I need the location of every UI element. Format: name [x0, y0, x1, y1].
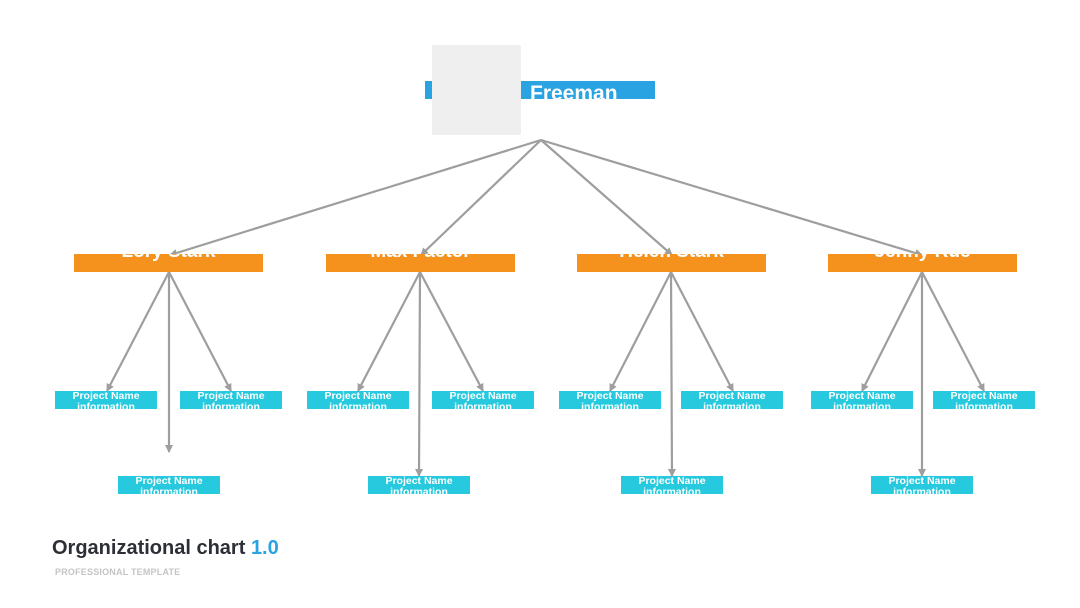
slide-subtitle: PROFESSIONAL TEMPLATE: [55, 567, 181, 577]
arrow-manager-3-to-project-right: [670, 271, 734, 392]
project-title: Project Name: [576, 391, 644, 402]
project-title: Project Name: [828, 391, 896, 402]
project-box: Project Name information: [180, 391, 282, 409]
arrow-manager-1-to-project-left: [106, 271, 170, 392]
project-box: Project Name information: [933, 391, 1035, 409]
manager-name: Lory Stark: [74, 254, 263, 266]
project-box: Project Name information: [621, 476, 723, 494]
arrow-manager-3-to-project-left: [609, 271, 672, 392]
project-box: Project Name information: [871, 476, 973, 494]
project-info: information: [955, 401, 1013, 410]
arrow-manager-2-to-project-right: [419, 271, 484, 392]
project-info: information: [329, 401, 387, 410]
project-title: Project Name: [324, 391, 392, 402]
project-box: Project Name information: [307, 391, 409, 409]
project-title: Project Name: [135, 476, 203, 487]
project-info: information: [454, 401, 512, 410]
arrow-manager-2-to-project-left: [357, 271, 421, 392]
arrow-root-to-manager-1: [169, 138, 542, 257]
manager-name: Jenny Rue: [828, 254, 1017, 266]
arrow-manager-1-to-project-right: [168, 271, 232, 392]
project-info: information: [202, 401, 260, 410]
project-title: Project Name: [888, 476, 956, 487]
manager-node-2: Max Factor: [326, 254, 515, 272]
project-info: information: [833, 401, 891, 410]
project-title: Project Name: [950, 391, 1018, 402]
arrow-manager-4-to-project-left: [861, 271, 923, 392]
project-title: Project Name: [72, 391, 140, 402]
manager-node-4: Jenny Rue: [828, 254, 1017, 272]
project-title: Project Name: [197, 391, 265, 402]
manager-name: Max Factor: [326, 254, 515, 266]
manager-node-1: Lory Stark: [74, 254, 263, 272]
project-box: Project Name information: [368, 476, 470, 494]
project-title: Project Name: [638, 476, 706, 487]
arrow-manager-3-to-project-bottom: [667, 271, 676, 477]
arrow-root-to-manager-3: [540, 139, 673, 256]
project-box: Project Name information: [811, 391, 913, 409]
project-box: Project Name information: [55, 391, 157, 409]
project-info: information: [140, 486, 198, 495]
project-info: information: [893, 486, 951, 495]
project-title: Project Name: [698, 391, 766, 402]
profile-photo-placeholder: [432, 45, 521, 135]
project-title: Project Name: [385, 476, 453, 487]
project-box: Project Name information: [559, 391, 661, 409]
project-box: Project Name information: [681, 391, 783, 409]
root-name: Freeman: [530, 82, 618, 99]
slide-title-text: Organizational chart: [52, 537, 246, 559]
arrow-root-to-manager-4: [540, 138, 923, 257]
arrow-manager-2-to-project-bottom: [415, 271, 424, 477]
arrow-manager-4-to-project-right: [921, 271, 985, 392]
project-info: information: [703, 401, 761, 410]
slide-version: 1.0: [250, 537, 279, 559]
slide-title: Organizational chart 1.0: [52, 537, 279, 560]
project-info: information: [77, 401, 135, 410]
manager-node-3: Helen Stark: [577, 254, 766, 272]
manager-name: Helen Stark: [577, 254, 766, 266]
project-info: information: [581, 401, 639, 410]
arrow-root-to-manager-2: [420, 139, 542, 256]
project-title: Project Name: [449, 391, 517, 402]
project-box: Project Name information: [432, 391, 534, 409]
project-info: information: [390, 486, 448, 495]
project-box: Project Name information: [118, 476, 220, 494]
project-info: information: [643, 486, 701, 495]
